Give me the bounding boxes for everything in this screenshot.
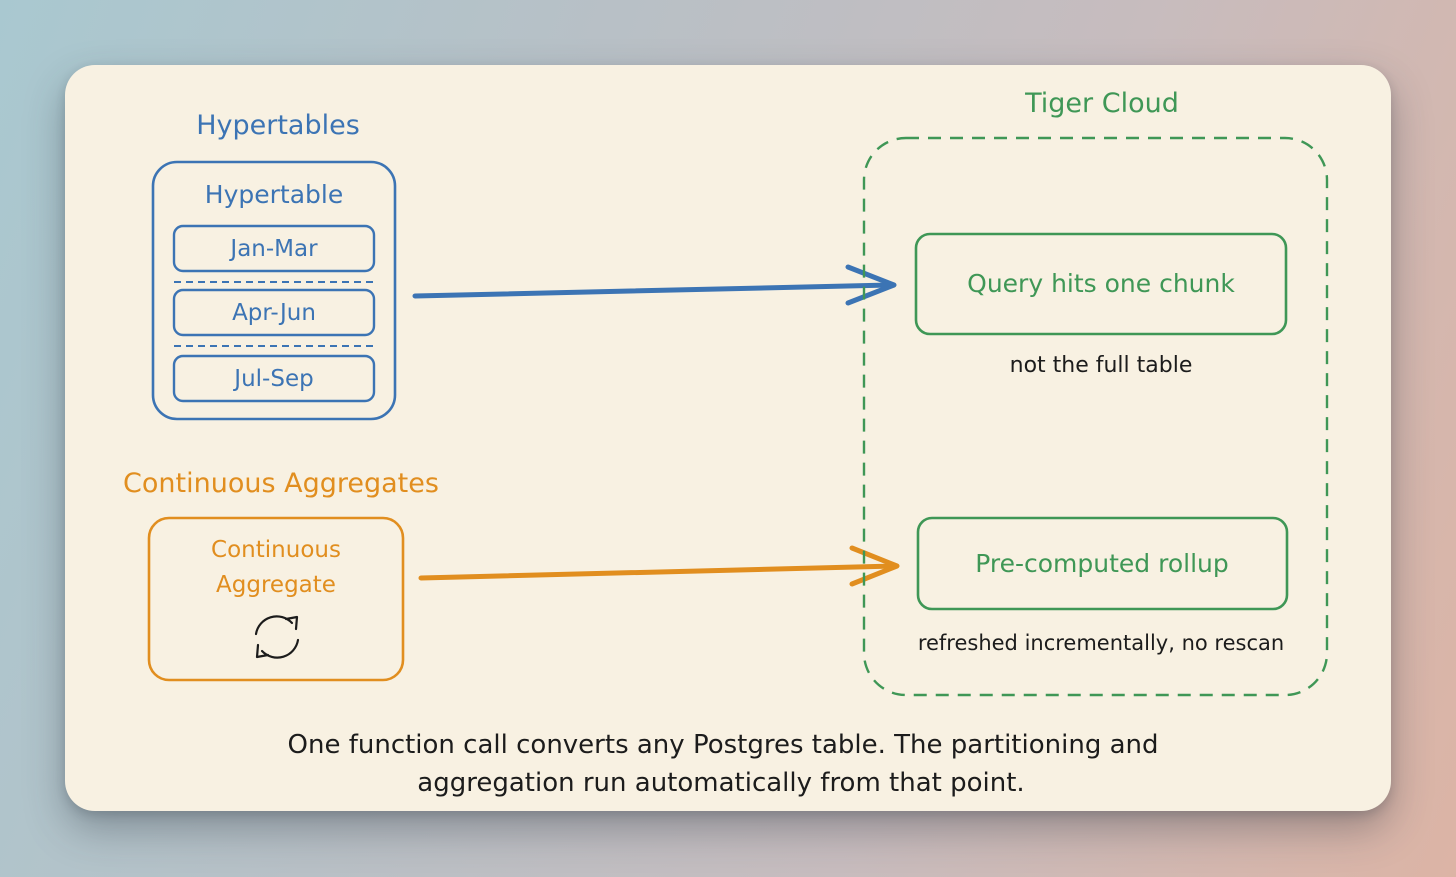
caption-line-1: One function call converts any Postgres … [288, 730, 1159, 760]
chunk-jan-mar[interactable] [172, 224, 376, 273]
chunk-jul-sep-label: Jul-Sep [232, 366, 313, 392]
query-hits-chunk-label: Query hits one chunk [967, 269, 1235, 298]
aggregate-box-title-line2: Aggregate [216, 572, 336, 598]
hypertables-section-title: Hypertables [196, 110, 360, 141]
hypertable-box-title: Hypertable [205, 180, 343, 209]
refresh-cycle-icon [254, 615, 300, 659]
continuous-aggregate-box[interactable] [147, 516, 405, 682]
rollup-note: refreshed incrementally, no rescan [918, 631, 1284, 655]
aggregate-box-title-line1: Continuous [211, 537, 341, 563]
tiger-cloud-region [862, 136, 1329, 697]
chunk-jul-sep[interactable] [172, 354, 376, 403]
diagram-card [65, 65, 1391, 811]
hypertable-box[interactable] [151, 160, 397, 421]
aggregate-arrow [418, 545, 900, 587]
precomputed-rollup-box[interactable] [916, 516, 1289, 611]
chunk-apr-jun-label: Apr-Jun [232, 300, 316, 326]
query-note: not the full table [1010, 353, 1193, 378]
caption-line-2: aggregation run automatically from that … [417, 768, 1024, 798]
chunk-apr-jun[interactable] [172, 288, 376, 337]
chunk-jan-mar-label: Jan-Mar [228, 236, 318, 262]
query-hits-chunk-box[interactable] [914, 232, 1288, 336]
hypertable-arrow [412, 264, 897, 306]
tiger-cloud-title: Tiger Cloud [1024, 88, 1179, 119]
aggregates-section-title: Continuous Aggregates [123, 468, 439, 499]
precomputed-rollup-label: Pre-computed rollup [975, 549, 1229, 578]
